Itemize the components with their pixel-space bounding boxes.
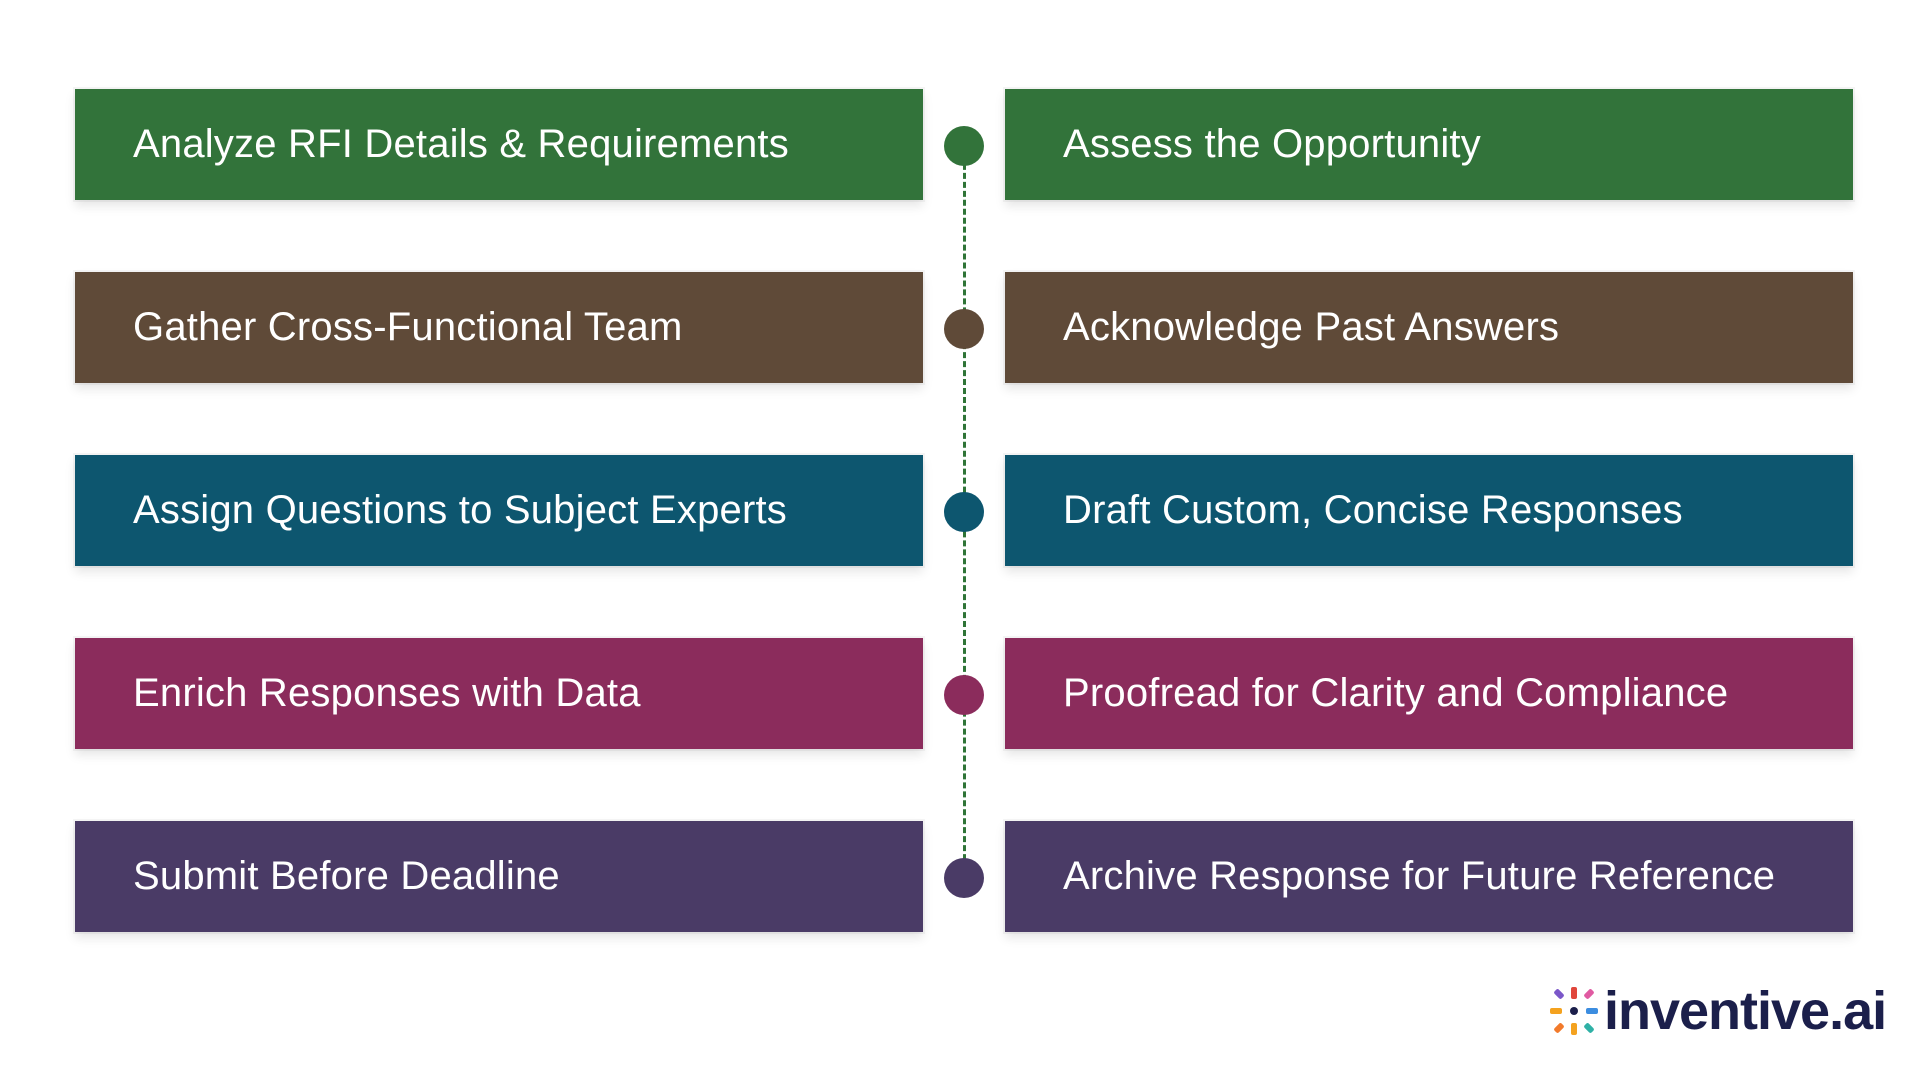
step-card: Archive Response for Future Reference: [1005, 821, 1853, 932]
step-label: Gather Cross-Functional Team: [133, 305, 683, 349]
step-label: Acknowledge Past Answers: [1063, 305, 1560, 349]
step-label: Draft Custom, Concise Responses: [1063, 488, 1683, 532]
brand-logo: inventive.ai: [1548, 981, 1887, 1041]
step-card: Gather Cross-Functional Team: [75, 272, 923, 383]
step-label: Submit Before Deadline: [133, 854, 560, 898]
step-label: Proofread for Clarity and Compliance: [1063, 671, 1729, 715]
step-card: Draft Custom, Concise Responses: [1005, 455, 1853, 566]
step-card: Assess the Opportunity: [1005, 89, 1853, 200]
brand-wordmark: inventive.ai: [1604, 981, 1887, 1041]
step-card: Enrich Responses with Data: [75, 638, 923, 749]
step-label: Assess the Opportunity: [1063, 122, 1481, 166]
step-card: Analyze RFI Details & Requirements: [75, 89, 923, 200]
timeline-dot: [944, 309, 984, 349]
step-label: Analyze RFI Details & Requirements: [133, 122, 789, 166]
step-card: Acknowledge Past Answers: [1005, 272, 1853, 383]
step-card: Assign Questions to Subject Experts: [75, 455, 923, 566]
timeline-dot: [944, 675, 984, 715]
step-card: Submit Before Deadline: [75, 821, 923, 932]
step-label: Assign Questions to Subject Experts: [133, 488, 787, 532]
step-label: Enrich Responses with Data: [133, 671, 641, 715]
step-label: Archive Response for Future Reference: [1063, 854, 1776, 898]
timeline-dot: [944, 492, 984, 532]
starburst-logo-icon: [1548, 985, 1600, 1037]
timeline-dot: [944, 858, 984, 898]
step-card: Proofread for Clarity and Compliance: [1005, 638, 1853, 749]
timeline-dot: [944, 126, 984, 166]
